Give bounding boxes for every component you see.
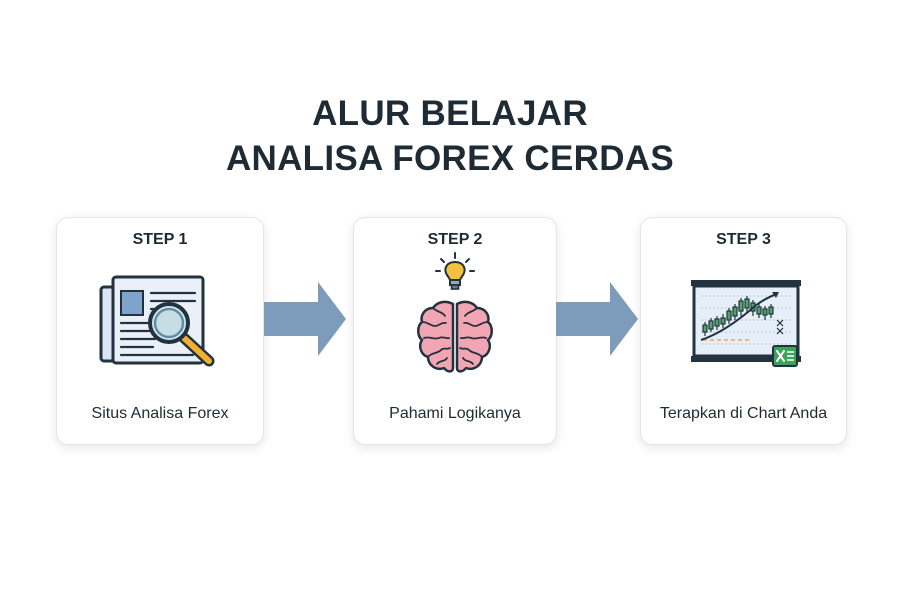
arrow-right-icon <box>556 282 638 356</box>
title-line-2: ANALISA FOREX CERDAS <box>225 139 675 178</box>
arrow-right-icon <box>264 282 346 356</box>
step-3-caption: Terapkan di Chart Anda <box>659 405 828 422</box>
title-line-1: ALUR BELAJAR <box>312 94 588 133</box>
step-3-label: STEP 3 <box>716 231 771 248</box>
newspaper-magnifier-icon <box>99 275 215 367</box>
step-2-label: STEP 2 <box>427 231 483 248</box>
step-3-card: STEP 3 <box>640 217 847 445</box>
brain-icon <box>417 300 493 373</box>
step-2-card: STEP 2 <box>353 217 557 445</box>
chart-board-icon <box>691 280 801 367</box>
step-2-caption: Pahami Logikanya <box>389 405 521 422</box>
step-1-label: STEP 1 <box>132 231 188 248</box>
lightbulb-icon <box>435 252 475 290</box>
step-1-card: STEP 1 Situs Ana <box>56 217 264 445</box>
step-1-caption: Situs Analisa Forex <box>91 405 229 422</box>
